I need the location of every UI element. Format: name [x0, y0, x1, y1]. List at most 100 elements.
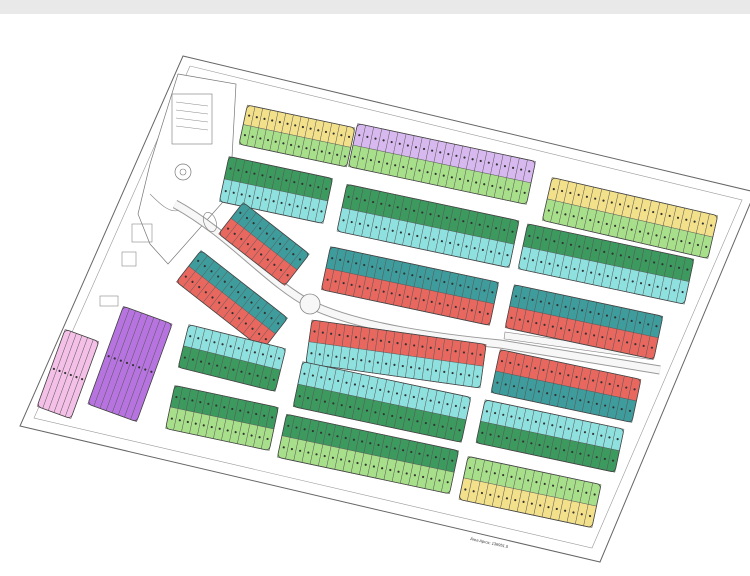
block-south-1 — [292, 361, 472, 443]
lot-marker — [278, 242, 282, 245]
lot-marker — [468, 466, 472, 470]
lot-marker — [502, 473, 505, 477]
lot-marker — [332, 402, 335, 405]
lot-marker — [437, 401, 441, 404]
lot-marker — [194, 422, 197, 425]
lot-marker — [298, 258, 302, 261]
lot-marker — [408, 233, 411, 236]
lot-marker — [688, 241, 691, 245]
lot-marker — [325, 187, 328, 191]
lot-marker — [377, 443, 380, 447]
lot-marker — [411, 274, 414, 277]
lot-marker — [421, 211, 424, 214]
lot-marker — [349, 405, 352, 409]
lot-marker — [198, 285, 201, 289]
lot-marker — [497, 435, 500, 438]
lot-marker — [399, 231, 403, 234]
block-outline — [239, 105, 355, 167]
lot-marker — [383, 227, 386, 231]
lot-marker — [522, 440, 525, 443]
lot-marker — [592, 432, 595, 436]
lot-marker — [410, 167, 413, 170]
block-outline — [177, 251, 287, 349]
lot-marker — [551, 424, 554, 427]
block-curve-2 — [176, 250, 288, 350]
lot-marker — [315, 453, 318, 456]
lot-marker — [421, 345, 424, 348]
lot-marker — [226, 227, 230, 230]
lot-marker — [278, 121, 281, 124]
lot-marker — [406, 295, 409, 298]
lot-marker — [710, 224, 713, 227]
lot-marker — [564, 213, 567, 216]
lot-marker — [250, 434, 253, 437]
lot-marker — [446, 349, 449, 352]
lot-marker — [407, 418, 411, 421]
lot-marker — [635, 207, 638, 210]
lot-marker — [475, 287, 478, 290]
lot-marker — [238, 317, 241, 320]
lot-marker — [578, 245, 581, 248]
lot-marker — [255, 412, 258, 416]
lot-marker — [379, 267, 382, 270]
lot-marker — [546, 392, 549, 395]
lot-marker — [311, 429, 315, 433]
lot-marker — [234, 431, 237, 434]
lot-marker — [467, 286, 470, 289]
lot-marker — [263, 311, 266, 315]
lot-marker — [437, 214, 440, 218]
lot-marker — [328, 378, 331, 381]
lot-marker — [205, 339, 208, 342]
lot-marker — [535, 322, 538, 325]
lot-marker — [451, 459, 454, 462]
lot-marker — [604, 404, 607, 407]
lot-marker — [416, 420, 419, 423]
lot-marker — [494, 227, 498, 230]
lot-marker — [685, 218, 688, 221]
lot-marker — [292, 253, 295, 256]
lot-marker — [512, 385, 516, 388]
lot-marker — [264, 376, 267, 379]
lot-marker — [442, 174, 445, 177]
lot-marker — [485, 470, 488, 473]
lot-marker — [434, 456, 437, 459]
lot-marker — [493, 411, 497, 415]
lot-marker — [280, 201, 283, 205]
lot-marker — [609, 337, 612, 341]
lot-marker — [528, 234, 531, 238]
lot-marker — [379, 388, 382, 391]
lot-marker — [387, 269, 390, 272]
lot-marker — [556, 264, 559, 267]
lot-marker — [463, 156, 466, 159]
lot-marker — [256, 196, 259, 199]
lot-marker — [677, 266, 681, 269]
lot-marker — [424, 421, 427, 425]
lot-marker — [537, 390, 540, 393]
lot-marker — [530, 442, 533, 445]
lot-marker — [503, 228, 506, 232]
lot-marker — [594, 197, 597, 200]
lot-marker — [581, 269, 584, 272]
lot-marker — [473, 247, 476, 250]
lot-marker — [208, 362, 211, 365]
subdivision-map: Área Aprox: 136951.0 — [0, 14, 750, 576]
lot-marker — [478, 310, 481, 314]
lot-marker — [589, 219, 592, 222]
lot-marker — [412, 395, 415, 399]
lot-marker — [272, 200, 275, 203]
lot-marker — [526, 418, 529, 422]
lot-marker — [191, 280, 194, 283]
lot-marker — [576, 489, 580, 493]
block-outline — [491, 349, 641, 423]
lot-marker — [577, 193, 580, 196]
lot-marker — [386, 162, 389, 165]
lot-marker — [330, 332, 333, 335]
lot-marker — [597, 312, 600, 315]
block-outline — [321, 246, 499, 326]
lot-marker — [463, 406, 466, 409]
entrance-area — [99, 73, 237, 307]
lot-marker — [486, 312, 489, 315]
lot-marker — [391, 229, 394, 232]
lot-marker — [385, 362, 388, 365]
lot-marker — [693, 220, 696, 223]
